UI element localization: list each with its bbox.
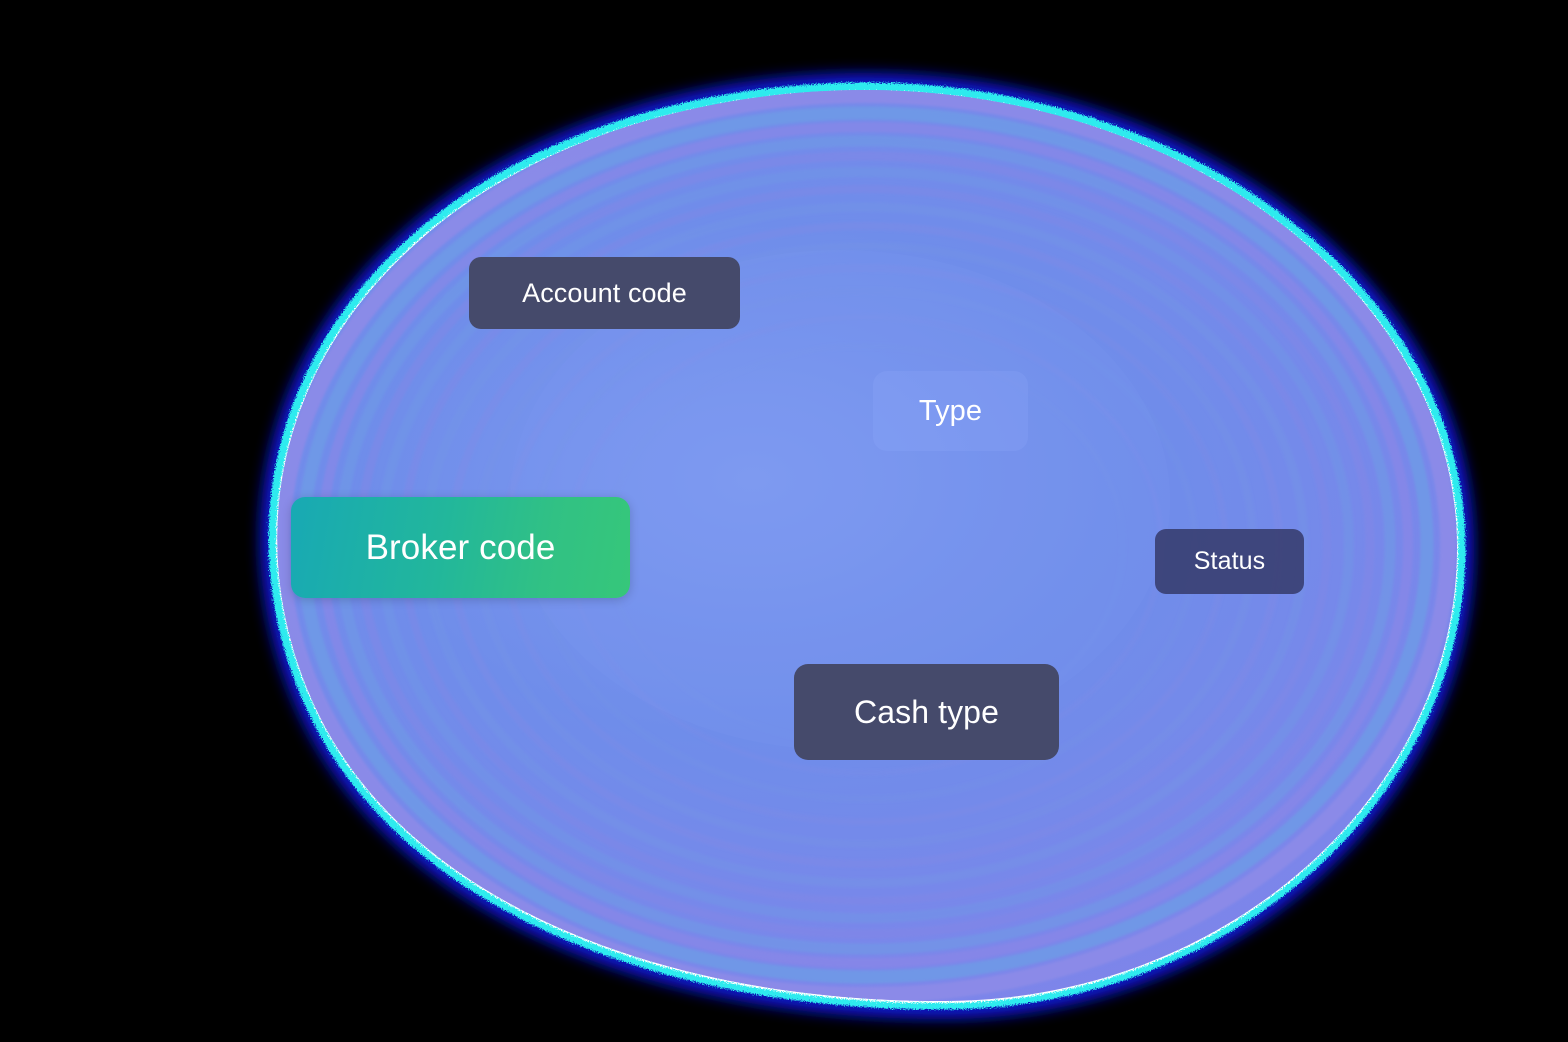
node-account-code[interactable]: Account code [469, 257, 740, 329]
node-account-code-label: Account code [522, 277, 687, 308]
node-cash-type[interactable]: Cash type [794, 664, 1059, 760]
node-type-label: Type [918, 394, 983, 427]
node-broker-code-label: Broker code [365, 527, 556, 567]
node-type[interactable]: Type [873, 371, 1028, 451]
node-broker-code[interactable]: Broker code [291, 497, 630, 598]
node-status[interactable]: Status [1155, 529, 1304, 594]
node-status-label: Status [1193, 547, 1266, 575]
node-cash-type-label: Cash type [854, 693, 999, 730]
